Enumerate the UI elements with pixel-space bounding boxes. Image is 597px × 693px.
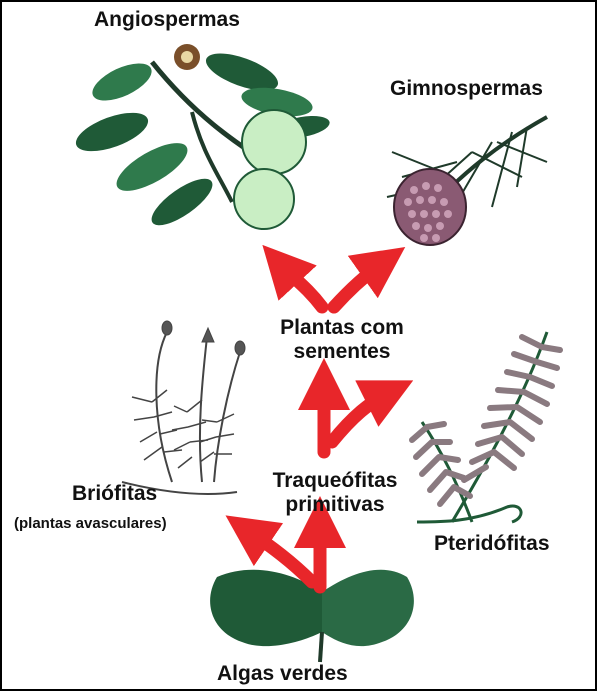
evolution-arrows	[247, 262, 390, 587]
label-gymnosperms: Gimnospermas	[390, 77, 543, 101]
arrow-to-gymnosperms	[334, 262, 384, 307]
label-angiosperms: Angiospermas	[94, 8, 240, 32]
label-bryophytes-note: (plantas avasculares)	[14, 512, 167, 536]
arrow-to-angiosperms	[280, 264, 322, 307]
arrow-to-seed-plants-right	[332, 392, 390, 442]
label-tracheophytes-line1: Traqueófitas	[250, 469, 420, 493]
label-green-algae: Algas verdes	[217, 662, 348, 686]
gymnosperm-plant-icon	[387, 117, 547, 245]
pteridophyte-plant-icon	[412, 332, 560, 522]
label-seed-plants: Plantas com sementes	[264, 316, 420, 364]
label-tracheophytes-line2: primitivas	[250, 493, 420, 517]
angiosperm-plant-icon	[71, 44, 331, 233]
label-seed-plants-line2: sementes	[264, 340, 420, 364]
bryophyte-plant-icon	[122, 321, 245, 494]
label-tracheophytes: Traqueófitas primitivas	[250, 469, 420, 517]
label-bryophytes: Briófitas	[72, 482, 157, 506]
label-seed-plants-line1: Plantas com	[264, 316, 420, 340]
label-pteridophytes: Pteridófitas	[434, 532, 550, 556]
